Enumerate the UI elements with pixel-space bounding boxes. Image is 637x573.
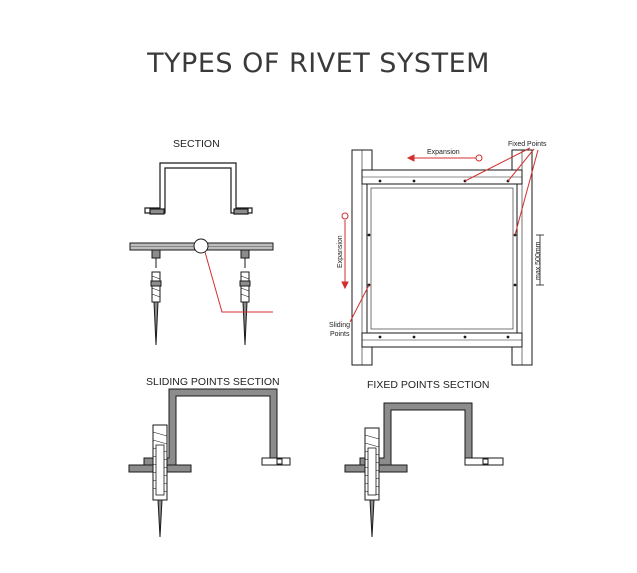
sliding-points-detail [128, 388, 291, 538]
sliding-points-label-line2: Points [330, 331, 350, 338]
fixed-points-section-label: FIXED POINTS SECTION [367, 379, 490, 391]
rail-section [129, 238, 274, 346]
section-profile [144, 162, 253, 215]
fixed-points-label: Fixed Points [508, 141, 547, 148]
page-title: TYPES OF RIVET SYSTEM [147, 48, 490, 79]
sliding-points-label-line1: Sliding [329, 322, 351, 329]
expansion-arrows [341, 147, 539, 323]
fixed-points-detail [344, 402, 504, 538]
frame-drawing [351, 149, 544, 366]
detail-leader-line [204, 251, 273, 313]
expansion-horizontal-label: Expansion [427, 149, 460, 156]
section-label: SECTION [173, 138, 220, 150]
sliding-points-section-label: SLIDING POINTS SECTION [146, 376, 280, 388]
